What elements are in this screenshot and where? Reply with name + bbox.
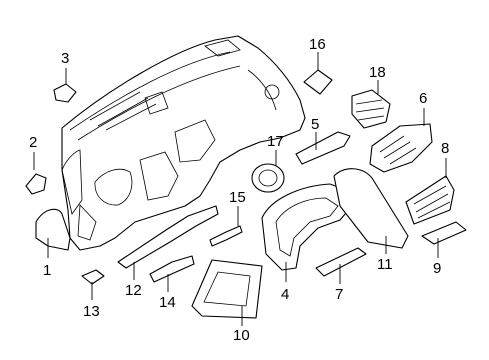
part-2-end-cap <box>25 173 47 195</box>
part-15-bracket <box>209 225 243 247</box>
callout-6: 6 <box>419 90 427 107</box>
callout-8: 8 <box>441 140 449 157</box>
callout-16: 16 <box>309 36 326 53</box>
part-8-vent-slats <box>413 185 451 219</box>
callout-3: 3 <box>61 50 69 67</box>
callout-9: 9 <box>433 260 441 277</box>
callout-1: 1 <box>43 262 51 279</box>
part-10-frame <box>191 259 263 319</box>
part-17-round-vent-inner <box>258 169 278 187</box>
leader-lines <box>33 52 447 326</box>
part-17-round-vent <box>251 163 285 193</box>
callout-2: 2 <box>29 134 37 151</box>
part-1-side-panel <box>35 208 71 251</box>
part-11-panel <box>333 168 409 249</box>
part-14-bracket <box>149 255 195 283</box>
part-16-knob-cover <box>303 69 333 95</box>
part-4-cluster-bezel <box>261 183 353 271</box>
part-18-vent <box>351 89 391 129</box>
part-10-frame-inner <box>203 271 251 307</box>
part-18-vent-slats <box>355 99 385 121</box>
callout-12: 12 <box>125 282 142 299</box>
callout-labels: 1 2 3 4 5 6 7 8 9 10 11 12 13 14 15 16 1… <box>29 36 449 344</box>
callout-14: 14 <box>159 294 176 311</box>
part-7-strip <box>315 247 367 277</box>
callout-10: 10 <box>233 327 250 344</box>
part-13-clip <box>81 269 105 285</box>
part-12-bracket <box>117 205 219 269</box>
callout-17: 17 <box>267 133 284 150</box>
callout-13: 13 <box>83 303 100 320</box>
part-4-cluster-bezel-inner <box>275 197 339 257</box>
callout-7: 7 <box>335 286 343 303</box>
callout-11: 11 <box>377 256 393 273</box>
callout-4: 4 <box>281 286 289 303</box>
callout-18: 18 <box>369 64 386 81</box>
callout-15: 15 <box>229 189 246 206</box>
part-6-center-vent-slots <box>379 135 417 165</box>
part-9-trim-piece <box>421 221 467 245</box>
part-5-trim-strip <box>295 131 351 165</box>
callout-5: 5 <box>311 116 319 133</box>
instrument-panel <box>61 35 306 251</box>
part-3-cover <box>53 83 77 103</box>
part-8-vent <box>405 175 455 225</box>
